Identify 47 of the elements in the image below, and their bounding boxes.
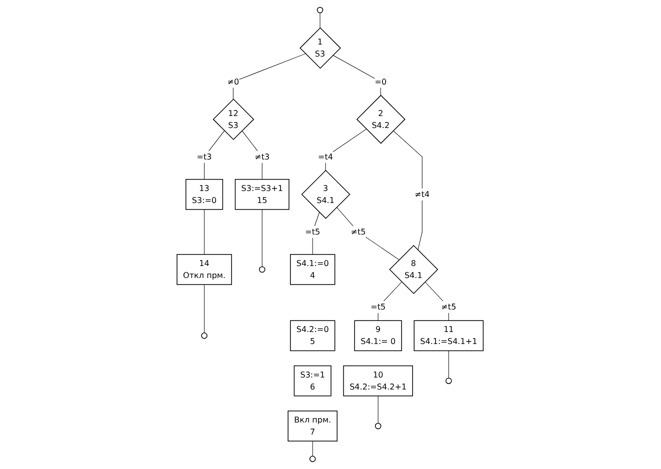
connector [242,130,263,180]
node-box: S4.1:=0 4 [290,254,336,285]
node-box: 13 S3:=0 [186,179,224,210]
connector [393,130,423,250]
node-box: S3:=1 6 [294,365,332,396]
connector [262,209,263,267]
connector [336,207,400,260]
node-diamond: 12 S3 [213,98,255,140]
node-diamond: 1 S3 [300,27,342,69]
node-box: S3:=S3+1 15 [235,179,290,210]
edge-label: =0 [375,76,387,86]
node-circle [446,378,452,384]
node-box: Вкл прм. 7 [288,410,338,442]
edge-label: =t3 [197,152,212,162]
edge-label: =t4 [318,152,334,162]
connector [204,130,226,180]
connector [333,55,382,96]
node-circle [317,6,324,14]
node-diamond: 8 S4.1 [389,245,439,294]
node-circle [375,422,382,430]
connector [204,209,205,255]
edge-label: =t5 [370,302,386,312]
edge-label: =t5 [305,226,320,236]
edge-label: ≠t5 [351,226,366,236]
node-box: S4.2:=0 5 [290,320,336,352]
node-box: 11 S4.1:=S4.1+1 [414,320,484,352]
node-diamond: 3 S4.1 [302,170,351,219]
node-diamond: 2 S4.2 [356,94,406,144]
node-circle [259,266,266,273]
connector [312,212,320,255]
connector [378,396,379,424]
connector [448,350,450,378]
node-box: 14 Откл прм. [177,254,232,285]
edge-label: ≠0 [228,76,240,86]
node-circle [310,456,316,462]
connector [204,284,205,334]
connector [312,440,314,456]
connector [233,53,306,100]
node-box: 9 S4.1:= 0 [354,320,402,352]
node-circle [202,332,208,339]
connector [326,128,367,171]
node-box: 10 S4.2:=S4.2+1 [344,365,414,396]
connector [425,282,450,321]
edge-label: ≠t4 [415,189,430,199]
edge-label: ≠t3 [254,152,270,162]
edge-label: ≠t5 [442,302,457,312]
connector [320,12,321,28]
